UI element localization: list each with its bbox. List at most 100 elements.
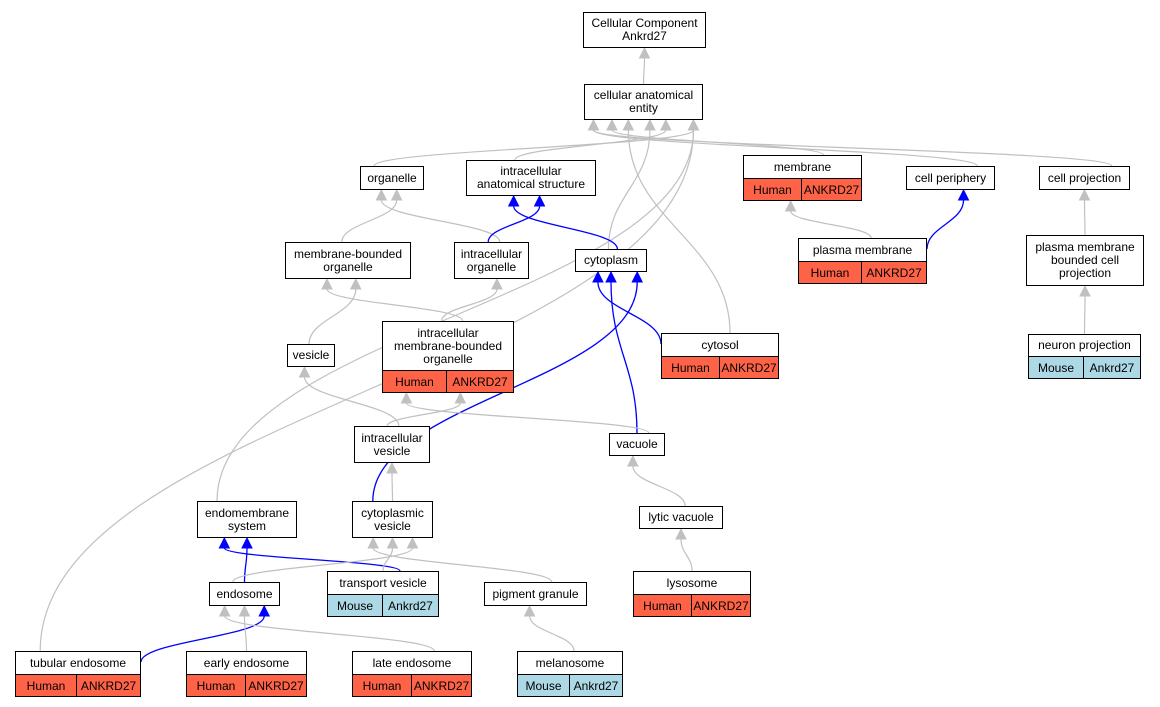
gene-cell: ANKRD27 xyxy=(691,595,750,616)
go-term-node-intracellular-organelle[interactable]: intracellular organelle xyxy=(454,242,529,279)
arrowhead xyxy=(523,604,536,617)
go-term-node-intracellular-anatomical-structure[interactable]: intracellular anatomical structure xyxy=(466,160,596,196)
go-term-node-endosome[interactable]: endosome xyxy=(209,582,280,606)
gene-cell: ANKRD27 xyxy=(446,371,513,392)
gene-cell: Ankrd27 xyxy=(569,675,622,696)
edge-cytosol-to-cellular-anatomical-entity xyxy=(627,129,731,334)
edge-early-endosome-to-endosome xyxy=(243,615,248,652)
edge-plasma-membrane-to-membrane xyxy=(790,210,872,239)
node-label: membrane-bounded organelle xyxy=(293,246,403,274)
arrowhead xyxy=(1078,188,1091,201)
edge-intracellular-membrane-bounded-organelle-to-membrane-bounded-organelle xyxy=(326,288,464,322)
edge-intracellular-membrane-bounded-organelle-to-intracellular-organelle xyxy=(441,288,498,322)
node-label: membrane xyxy=(773,159,832,174)
gene-cell: ANKRD27 xyxy=(861,262,926,283)
go-term-node-organelle[interactable]: organelle xyxy=(360,166,424,190)
arrowhead xyxy=(406,536,419,549)
node-label: neuron projection xyxy=(1038,338,1131,352)
arrowhead xyxy=(400,391,413,404)
edge-tubular-endosome-to-endosome xyxy=(140,615,265,663)
arrowhead xyxy=(605,270,617,283)
species-cell: Human xyxy=(26,678,66,693)
edge-plasma-membrane-bounded-cell-projection-to-cell-projection xyxy=(1083,199,1086,236)
node-label: tubular endosome xyxy=(29,655,127,670)
node-label: cytoplasmic vesicle xyxy=(361,505,424,533)
arrowhead xyxy=(606,118,618,131)
arrowhead xyxy=(660,118,672,131)
node-label: cellular anatomical entity xyxy=(593,88,694,115)
arrowhead xyxy=(238,604,251,617)
edge-intracellular-vesicle-to-intracellular-membrane-bounded-organelle xyxy=(386,402,461,427)
species-cell: Human xyxy=(671,360,710,375)
node-label: cell periphery xyxy=(914,170,987,185)
edge-intracellular-anatomical-structure-to-cellular-anatomical-entity xyxy=(514,129,667,161)
go-term-node-pigment-granule[interactable]: pigment granule xyxy=(484,582,587,606)
node-label: intracellular vesicle xyxy=(361,430,423,458)
arrowhead xyxy=(622,118,635,131)
arrowhead xyxy=(390,188,403,201)
species-cell: Mouse xyxy=(525,678,562,693)
gene-cell: ANKRD27 xyxy=(801,179,861,200)
gene-cell: Ankrd27 xyxy=(1083,357,1140,378)
arrowhead xyxy=(627,454,639,467)
go-term-node-vesicle[interactable]: vesicle xyxy=(287,344,335,367)
arrowhead xyxy=(349,277,362,290)
node-label: pigment granule xyxy=(492,586,579,601)
edge-lysosome-to-lytic-vacuole xyxy=(680,538,693,572)
node-label: transport vesicle xyxy=(339,575,427,590)
edge-cellular-anatomical-entity-to-cellular-component xyxy=(642,57,646,85)
node-label: vesicle xyxy=(292,348,330,362)
species-cell: Human xyxy=(362,678,402,693)
edge-membrane-bounded-organelle-to-organelle xyxy=(341,199,398,243)
go-term-node-cytoplasm[interactable]: cytoplasm xyxy=(575,249,647,272)
arrowhead xyxy=(507,194,520,207)
node-label: late endosome xyxy=(372,655,452,670)
node-label: lysosome xyxy=(666,575,718,590)
node-label: Cellular Component Ankrd27 xyxy=(591,16,698,43)
edge-pigment-granule-to-cytoplasmic-vesicle xyxy=(372,547,553,583)
go-term-node-intracellular-vesicle[interactable]: intracellular vesicle xyxy=(354,426,430,463)
go-term-node-plasma-membrane-bounded-cell-projection[interactable]: plasma membrane bounded cell projection xyxy=(1026,235,1144,286)
node-label: vacuole xyxy=(616,437,658,451)
arrowhead xyxy=(644,118,656,131)
arrowhead xyxy=(687,118,700,131)
node-label: cytosol xyxy=(701,337,739,352)
go-term-node-cellular-anatomical-entity[interactable]: cellular anatomical entity xyxy=(584,84,703,120)
go-term-node-intracellular-membrane-bounded-organelle[interactable]: intracellular membrane-bounded organelle… xyxy=(382,321,514,393)
arrowhead xyxy=(321,277,333,290)
edge-melanosome-to-pigment-granule xyxy=(528,615,575,652)
go-term-node-cellular-component[interactable]: Cellular Component Ankrd27 xyxy=(583,12,706,48)
go-term-node-membrane-bounded-organelle[interactable]: membrane-bounded organelle xyxy=(285,242,411,279)
go-term-node-cell-periphery[interactable]: cell periphery xyxy=(906,166,995,190)
go-term-node-lytic-vacuole[interactable]: lytic vacuole xyxy=(639,506,723,529)
edge-cytoplasm-to-cellular-anatomical-entity xyxy=(607,129,651,250)
species-cell: Mouse xyxy=(336,598,374,613)
arrowhead xyxy=(638,46,651,59)
annotation-row: Mouse Ankrd27 xyxy=(328,594,438,616)
go-term-node-vacuole[interactable]: vacuole xyxy=(609,433,665,456)
go-term-node-cell-projection[interactable]: cell projection xyxy=(1039,166,1130,190)
node-label: endosome xyxy=(216,586,273,601)
edge-transport-vesicle-to-endomembrane-system xyxy=(223,547,401,572)
edge-cytosol-to-cytoplasm xyxy=(597,281,662,345)
edge-cytoplasm-to-intracellular-anatomical-structure xyxy=(513,205,619,250)
gene-cell: ANKRD27 xyxy=(719,357,778,378)
go-term-node-cytoplasmic-vesicle[interactable]: cytoplasmic vesicle xyxy=(352,501,433,538)
go-term-node-endomembrane-system[interactable]: endomembrane system xyxy=(197,501,297,538)
gene-cell: Ankrd27 xyxy=(382,595,438,616)
edge-cell-projection-to-cellular-anatomical-entity xyxy=(592,129,1113,167)
